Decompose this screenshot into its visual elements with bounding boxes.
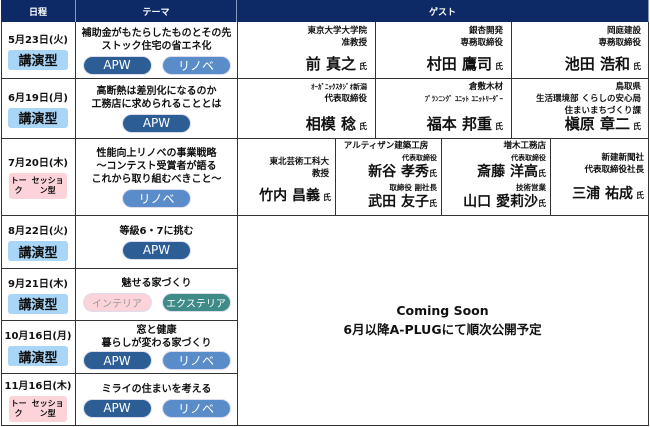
- row-date-cell: 11月16日(木) トークセッション型: [1, 373, 75, 426]
- apw-tag[interactable]: APW: [83, 56, 151, 74]
- date: 6月19日(月): [7, 92, 68, 104]
- guest-name: 福本 邦重: [426, 115, 492, 133]
- type-badge: 講演型: [8, 49, 68, 70]
- type-badge: 講演型: [8, 107, 68, 128]
- guest-name: 三浦 祐成: [572, 186, 633, 202]
- guest-name: 斎藤 洋高: [477, 164, 538, 180]
- reno-tag[interactable]: リノベ: [162, 399, 230, 417]
- theme-line: ストック住宅の省エネ化: [101, 40, 212, 52]
- guest-name: 山口 愛莉沙: [463, 194, 538, 210]
- header-guest: ゲスト: [237, 0, 649, 22]
- apw-tag[interactable]: APW: [83, 352, 151, 369]
- row-date-cell: 10月16日(月) 講演型: [1, 320, 75, 373]
- reno-tag[interactable]: リノベ: [123, 189, 190, 207]
- guest-cell: 鳥取県生活環境部 くらしの安心局住まいまちづくり課槇原 章二氏: [536, 82, 641, 133]
- header-date: 日程: [1, 0, 76, 22]
- date: 9月21日(木): [7, 278, 68, 290]
- reno-tag[interactable]: リノベ: [162, 56, 230, 74]
- date: 5月23日(火): [7, 34, 68, 46]
- type-badge: 講演型: [8, 241, 68, 261]
- guest-cell: 岡庭建設専務取締役池田 浩和氏: [564, 26, 641, 73]
- guest-name: 武田 友子: [368, 194, 429, 210]
- row-date-cell: 9月21日(木) 講演型: [1, 268, 75, 320]
- date: 7月20日(木): [7, 158, 68, 169]
- guest-cell: 銀杏開発専務取締役村田 鷹司氏: [426, 26, 503, 73]
- date: 11月16日(木): [4, 381, 72, 392]
- guest-name: 前 真之: [305, 55, 356, 73]
- reno-tag[interactable]: リノベ: [162, 352, 230, 369]
- apw-tag[interactable]: APW: [123, 114, 190, 132]
- theme-cell: 等級6・7に挑む APW: [119, 225, 194, 259]
- guest-cell: ｵｰｶﾞﾆｯｸｽﾀｼﾞｵ新潟代表取締役相模 稔氏: [305, 83, 367, 133]
- theme-cell: 高断熱は差別化になるのか工務店に求められることとは APW: [91, 85, 222, 132]
- type-badge: トークセッション型: [9, 396, 67, 422]
- type-badge: トークセッション型: [9, 173, 67, 199]
- guest-name: 竹内 昌義: [259, 188, 320, 204]
- theme-cell: 魅せる家づくり インテリアエクステリア: [76, 268, 237, 320]
- guest-name: 槇原 章二: [564, 115, 630, 133]
- guest-name: 村田 鷹司: [426, 55, 492, 73]
- date: 10月16日(月): [4, 331, 72, 342]
- date: 8月22日(火): [7, 226, 68, 237]
- row-date-cell: 5月23日(火) 講演型: [1, 22, 75, 78]
- type-badge: 講演型: [8, 346, 68, 366]
- guest-cell: 東京大学大学院准教授前 真之氏: [305, 26, 367, 73]
- guest-cell: 倉敷木材ﾌﾟﾗﾝﾆﾝｸﾞ ﾕﾆｯﾄ ﾕﾆｯﾄﾘｰﾀﾞｰ福本 邦重氏: [424, 82, 503, 133]
- exterior-tag[interactable]: エクステリア: [162, 294, 230, 311]
- interior-tag[interactable]: インテリア: [83, 294, 151, 311]
- header-theme: テーマ: [76, 0, 237, 22]
- type-badge: 講演型: [8, 293, 68, 314]
- coming-soon-notice: Coming Soon 6月以降A-PLUGにて順次公開予定: [237, 215, 648, 425]
- guest-name: 新谷 孝秀: [368, 164, 429, 180]
- coming-soon-subtitle: 6月以降A-PLUGにて順次公開予定: [343, 322, 542, 337]
- theme-cell: 性能向上リノベの事業戦略～コンテスト受賞者が語るこれから取り組むべきこと～ リノ…: [91, 147, 222, 207]
- row-date-cell: 8月22日(火) 講演型: [1, 215, 75, 268]
- guest-name: 池田 浩和: [564, 55, 630, 73]
- row-date-cell: 6月19日(月) 講演型: [1, 78, 75, 138]
- apw-tag[interactable]: APW: [83, 399, 151, 417]
- coming-soon-title: Coming Soon: [396, 303, 489, 318]
- guest-cell: 東北芸術工科大教授竹内 昌義氏: [259, 157, 331, 204]
- theme-cell: 補助金がもたらしたものとその先ストック住宅の省エネ化 APW リノベ: [76, 22, 237, 78]
- apw-tag[interactable]: APW: [123, 241, 190, 259]
- guest-cell: 新建新聞社代表取締役社長三浦 祐成氏: [572, 153, 644, 202]
- theme-line: 補助金がもたらしたものとその先: [81, 27, 232, 39]
- guest-cell: 増木工務店 代表取締役 斎藤 洋高氏 技術営業 山口 愛莉沙氏: [463, 141, 546, 210]
- guest-cell: アルティザン建築工房 代表取締役 新谷 孝秀氏 取締役 副社長 武田 友子氏: [343, 141, 437, 210]
- guest-name: 相模 稔: [305, 115, 356, 133]
- row-date-cell: 7月20日(木) トークセッション型: [1, 138, 75, 215]
